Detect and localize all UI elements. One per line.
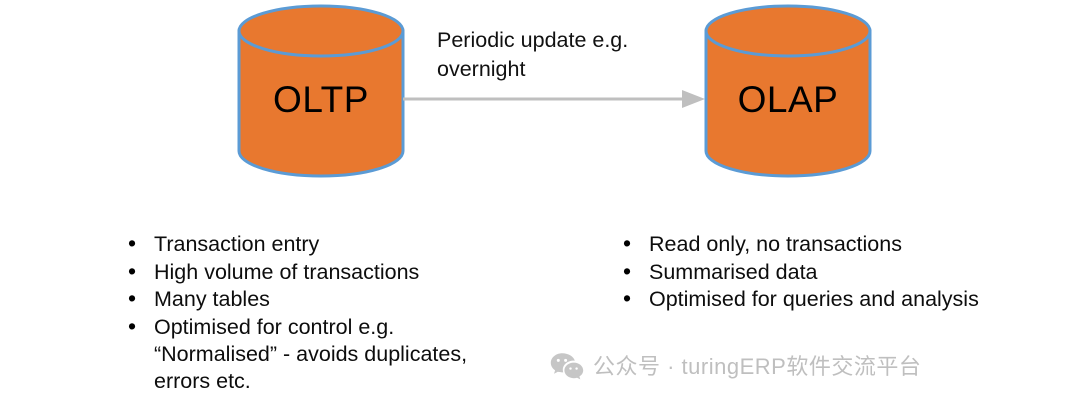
list-item: Optimised for control e.g. “Normalised” … <box>126 313 516 395</box>
connector-label: Periodic update e.g. overnight <box>437 28 629 81</box>
watermark: 公众号 · turingERP软件交流平台 <box>550 352 921 382</box>
arrow-icon <box>403 90 705 108</box>
connector-arrow-oltp-to-olap <box>403 86 709 112</box>
node-oltp-label: OLTP <box>273 78 369 120</box>
wechat-icon <box>550 353 584 380</box>
list-item: High volume of transactions <box>126 258 516 286</box>
list-item: Many tables <box>126 285 516 313</box>
database-cylinder-icon <box>704 4 872 178</box>
node-olap[interactable]: OLAP <box>703 3 873 179</box>
node-oltp[interactable]: OLTP <box>236 3 406 179</box>
list-item: Summarised data <box>621 258 981 286</box>
database-cylinder-icon <box>237 4 405 178</box>
node-olap-label: OLAP <box>737 78 839 120</box>
watermark-text: 公众号 · turingERP软件交流平台 <box>593 354 922 379</box>
olap-bullet-list: Read only, no transactions Summarised da… <box>621 230 981 314</box>
list-item: Transaction entry <box>126 230 516 258</box>
list-item: Optimised for queries and analysis <box>621 285 981 313</box>
oltp-bullet-list: Transaction entry High volume of transac… <box>126 230 516 395</box>
list-item: Read only, no transactions <box>621 230 981 258</box>
